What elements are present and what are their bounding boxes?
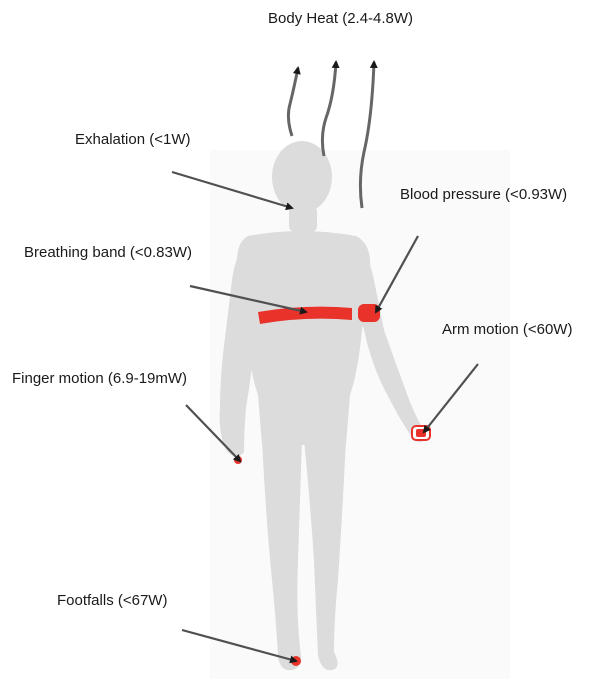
heat-arrow-1: [288, 68, 298, 136]
blood-pressure-label: Blood pressure (<0.93W): [400, 186, 567, 204]
breathing-band-label: Breathing band (<0.83W): [24, 244, 192, 262]
finger-motion-label: Finger motion (6.9-19mW): [12, 370, 187, 388]
arm-motion-label: Arm motion (<60W): [442, 321, 572, 339]
neck: [289, 206, 317, 232]
heat-arrow-2: [322, 62, 336, 156]
footfalls-label: Footfalls (<67W): [57, 592, 167, 610]
blood-pressure-cuff-sensor: [358, 304, 380, 322]
body-heat-label: Body Heat (2.4-4.8W): [268, 10, 413, 28]
exhalation-label: Exhalation (<1W): [75, 131, 190, 149]
background-panel: [210, 150, 510, 679]
